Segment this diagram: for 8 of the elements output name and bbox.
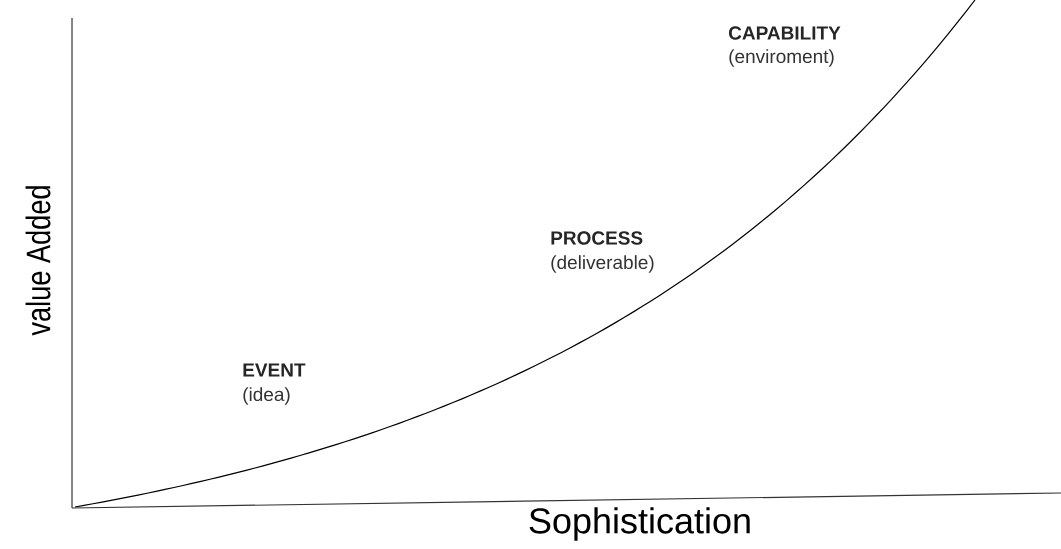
stage-heading: EVENT [243, 363, 306, 377]
stage-heading: CAPABILITY [729, 26, 841, 40]
axis-label: value Added [25, 186, 51, 336]
axis-label: Sophistication [529, 507, 750, 541]
stage-description: (deliverable) [551, 255, 654, 273]
stage-description: (idea) [243, 387, 290, 405]
stage-heading: PROCESS [551, 231, 643, 245]
stage-description: (enviroment) [729, 49, 834, 67]
